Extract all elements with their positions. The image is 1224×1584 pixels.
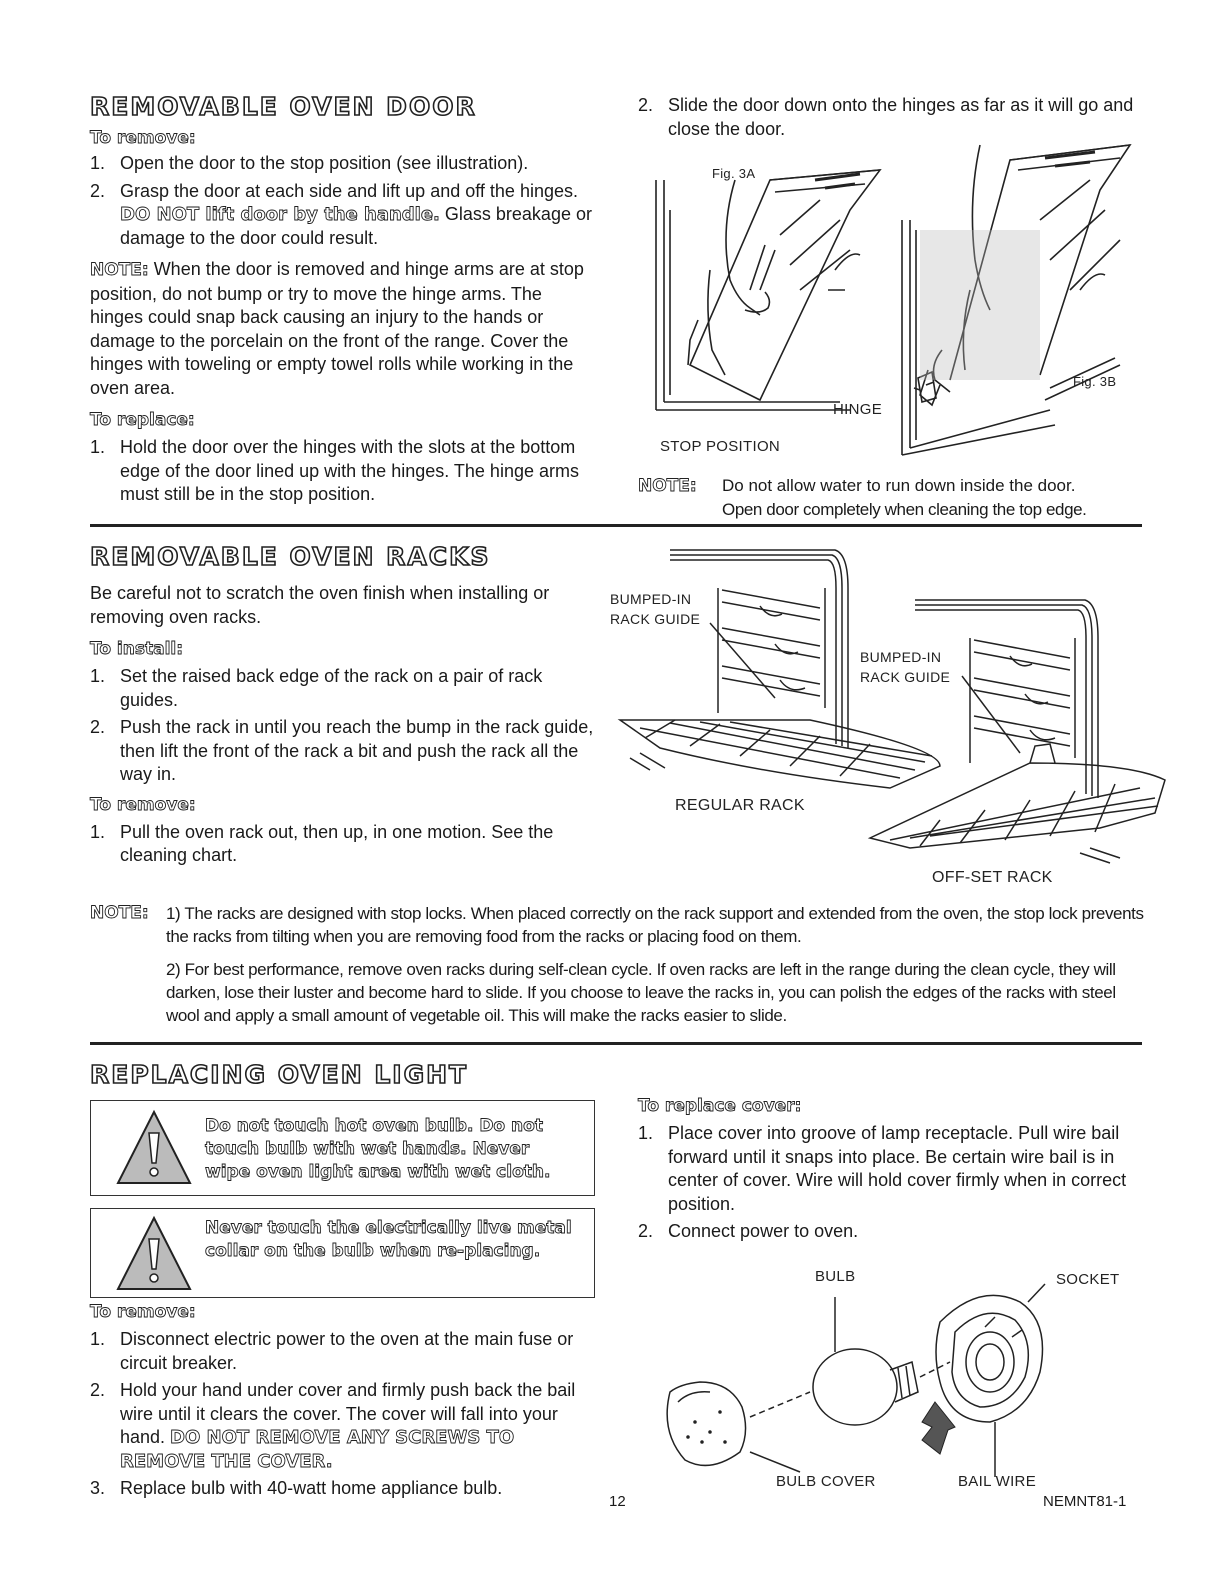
- section-divider: [90, 1042, 1142, 1045]
- racks-install-title: To install:: [90, 639, 184, 660]
- doc-code: NEMNT81-1: [1043, 1493, 1127, 1510]
- rack-guide-label-2: RACK GUIDE: [860, 669, 951, 685]
- light-replace-steps: 1.Place cover into groove of lamp recept…: [638, 1122, 1143, 1244]
- list-item: 2.Hold your hand under cover and firmly …: [90, 1380, 576, 1472]
- offset-rack-label: OFF-SET RACK: [932, 869, 1053, 886]
- light-right-column: To replace cover: 1.Place cover into gro…: [638, 1096, 1143, 1248]
- list-item: 2.Connect power to oven.: [638, 1221, 859, 1241]
- racks-heading: REMOVABLE OVEN RACKS: [89, 541, 491, 572]
- door-warning-inline: DO NOT lift door by the handle.: [120, 204, 441, 226]
- light-left-column: To remove: 1.Disconnect electric power t…: [90, 1302, 595, 1505]
- regular-rack-label: REGULAR RACK: [675, 797, 805, 814]
- warning-triangle-icon: [116, 1109, 192, 1184]
- fig-3b-label: Fig. 3B: [1073, 374, 1117, 389]
- list-item: 1.Pull the oven rack out, then up, in on…: [90, 821, 554, 866]
- list-item: 2.Grasp the door at each side and lift u…: [90, 180, 592, 248]
- bumped-in-label-1: BUMPED-IN: [610, 591, 692, 607]
- light-warning-inline: DO NOT REMOVE ANY SCREWS TO REMOVE THE C…: [120, 1427, 515, 1472]
- fig-3a-label: Fig. 3A: [712, 166, 756, 181]
- section-divider: [90, 524, 1142, 527]
- hinge-label: HINGE: [833, 401, 883, 418]
- racks-remove-title: To remove:: [90, 794, 197, 815]
- door-replace-title: To replace:: [90, 410, 196, 431]
- rack-guide-label-1: RACK GUIDE: [610, 611, 701, 627]
- light-replace-title: To replace cover:: [638, 1096, 802, 1117]
- list-item: 1.Disconnect electric power to the oven …: [90, 1329, 574, 1373]
- warning-text-1: Do not touch hot oven bulb. Do not touch…: [205, 1116, 551, 1183]
- door-remove-title: To remove:: [90, 128, 197, 149]
- bulb-cover-label: BULB COVER: [776, 1473, 876, 1490]
- door-illustration: [655, 143, 1132, 456]
- list-item: 1.Set the raised back edge of the rack o…: [90, 666, 543, 710]
- bulb-illustration: [666, 1283, 1046, 1477]
- light-remove-steps: 1.Disconnect electric power to the oven …: [90, 1328, 595, 1501]
- door-remove-steps: 1.Open the door to the stop position (se…: [90, 152, 595, 250]
- racks-note-2: 2) For best performance, remove oven rac…: [166, 960, 1116, 1025]
- racks-note: NOTE: 1) The racks are designed with sto…: [90, 903, 1144, 1025]
- list-item: 2.Slide the door down onto the hinges as…: [638, 95, 1134, 139]
- door-replace-steps: 1.Hold the door over the hinges with the…: [90, 436, 595, 507]
- warning-box-1: Do not touch hot oven bulb. Do not touch…: [90, 1100, 595, 1196]
- door-heading: REMOVABLE OVEN DOOR: [89, 91, 477, 122]
- list-item: 1.Place cover into groove of lamp recept…: [638, 1123, 1127, 1214]
- warning-box-2: Never touch the electrically live metal …: [90, 1208, 595, 1298]
- light-heading: REPLACING OVEN LIGHT: [89, 1059, 469, 1090]
- door-left-column: To remove: 1.Open the door to the stop p…: [90, 128, 595, 511]
- page-number: 12: [609, 1493, 626, 1510]
- warning-triangle-icon: [116, 1215, 192, 1290]
- door-note-2: NOTE:Do not allow water to run down insi…: [638, 476, 1087, 519]
- door-right-column: 2.Slide the door down onto the hinges as…: [638, 94, 1146, 145]
- list-item: 1.Open the door to the stop position (se…: [90, 153, 529, 173]
- racks-intro: Be careful not to scratch the oven finis…: [90, 583, 550, 627]
- racks-illustration: [617, 549, 1166, 864]
- list-item: 3.Replace bulb with 40-watt home applian…: [90, 1478, 503, 1498]
- door-note: NOTE: When the door is removed and hinge…: [90, 259, 584, 398]
- racks-remove-steps: 1.Pull the oven rack out, then up, in on…: [90, 821, 595, 868]
- racks-left-column: Be careful not to scratch the oven finis…: [90, 582, 595, 872]
- list-item: 1.Hold the door over the hinges with the…: [90, 437, 579, 504]
- racks-note-1: 1) The racks are designed with stop lock…: [166, 904, 1144, 946]
- bulb-label: BULB: [815, 1268, 856, 1285]
- socket-label: SOCKET: [1056, 1271, 1120, 1288]
- list-item: 2.Push the rack in until you reach the b…: [90, 717, 594, 784]
- light-remove-title: To remove:: [90, 1302, 197, 1323]
- bumped-in-label-2: BUMPED-IN: [860, 649, 942, 665]
- racks-install-steps: 1.Set the raised back edge of the rack o…: [90, 665, 595, 787]
- stop-position-label: STOP POSITION: [660, 438, 781, 455]
- warning-text-2: Never touch the electrically live metal …: [205, 1218, 573, 1262]
- bail-wire-label: BAIL WIRE: [958, 1473, 1036, 1490]
